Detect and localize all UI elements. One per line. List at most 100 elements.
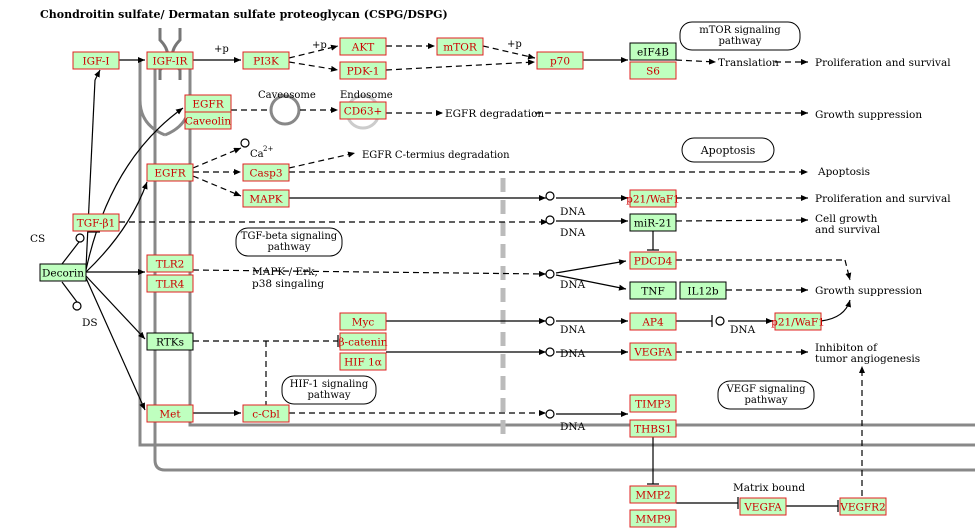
node-label: Decorin [42,268,84,280]
gene-node-p21a[interactable]: p21/WaF1 [626,189,680,208]
gene-node-casp3[interactable]: Casp3 [242,163,290,182]
node-label: TNF [641,286,664,298]
node-label: VEGFA [633,347,672,359]
gene-node-ccbl[interactable]: c-Cbl [242,404,290,423]
svg-text:pathway: pathway [719,36,762,47]
gene-node-timp3[interactable]: TIMP3 [629,394,677,413]
svg-text:VEGF signaling: VEGF signaling [726,384,807,395]
diagram-title: Chondroitin sulfate/ Dermatan sulfate pr… [40,8,448,21]
gene-node-caveolin[interactable]: Caveolin [184,111,232,130]
gene-node-tnf[interactable]: TNF [629,281,677,300]
label-mapk-erk2: p38 singaling [252,278,324,290]
gene-node-akt[interactable]: AKT [339,37,387,56]
node-label: miR-21 [634,218,672,230]
label-egfr-deg: EGFR degradation [445,108,544,120]
node-label: VEGFR2 [839,502,886,514]
node-label: Caveolin [185,116,231,128]
label-dna3: DNA [560,279,586,291]
node-label: IL12b [687,286,718,298]
node-box [39,263,87,282]
node-label: eIF4B [637,47,669,59]
gene-node-cd63[interactable]: CD63+ [339,101,387,120]
label-out-cellgrowth2: and survival [815,224,881,236]
node-label: PDK-1 [347,66,380,78]
gene-node-hif1a[interactable]: HIF 1α [339,352,387,371]
node-box [339,332,387,351]
node-label: Met [159,409,181,421]
node-box [146,163,194,182]
label-dna6: DNA [560,421,586,433]
node-label: MAPK [249,194,282,206]
svg-text:pathway: pathway [745,395,788,406]
gene-node-mmp2[interactable]: MMP2 [629,485,677,504]
gene-node-met[interactable]: Met [146,404,194,423]
gene-node-decorin[interactable]: Decorin [39,263,87,282]
label-out-inhib1: Inhibiton of [815,342,878,354]
label-endosome: Endosome [340,90,393,101]
gene-node-mmp9[interactable]: MMP9 [629,509,677,528]
node-box [629,419,677,438]
node-box [629,189,677,208]
label-out-growth2: Growth suppression [815,285,922,297]
gene-node-pdk1[interactable]: PDK-1 [339,61,387,80]
compound-circle [545,269,555,279]
label-plus-p3: +p [507,39,522,50]
node-box [72,51,120,70]
gene-node-pi3k[interactable]: PI3K [242,51,290,70]
gene-node-s6[interactable]: S6 [629,61,677,80]
gene-node-tlr4[interactable]: TLR4 [146,274,194,293]
nodes: IGF-I IGF-IR PI3K AKT PDK-1 mTOR p70 eIF4B S6EGF… [39,37,887,528]
gene-node-p21b[interactable]: p21/WaF1 [771,312,825,331]
gene-node-egfr_top[interactable]: EGFR [184,94,232,113]
pathway-map-apoptosis[interactable]: Apoptosis [681,137,775,163]
node-box [242,404,290,423]
gene-node-egfr[interactable]: EGFR [146,163,194,182]
label-out-inhib2: tumor angiogenesis [815,353,920,365]
gene-node-thbs1[interactable]: THBS1 [629,419,677,438]
label-plus-p1: +p [214,44,229,55]
gene-node-vegfa[interactable]: VEGFA [629,342,677,361]
gene-node-myc[interactable]: Myc [339,312,387,331]
node-label: CD63+ [344,106,383,118]
gene-node-bcatenin[interactable]: β-catenin [338,332,388,351]
gene-node-eif4b[interactable]: eIF4B [629,42,677,61]
node-label: EGFR [154,168,186,180]
label-out-prolif2: Proliferation and survival [815,193,951,205]
gene-node-vegfa2[interactable]: VEGFA [739,497,787,516]
gene-node-tgfb1[interactable]: TGF-β1 [72,213,120,232]
svg-text:HIF-1 signaling: HIF-1 signaling [290,379,369,390]
label-out-growth1: Growth suppression [815,109,922,121]
edges [61,43,865,512]
gene-node-igf1r[interactable]: IGF-IR [146,51,194,70]
gene-node-p70[interactable]: p70 [536,51,584,70]
compound-circle [75,233,85,243]
node-box [629,61,677,80]
node-label: mTOR [443,42,478,54]
node-label: AP4 [641,317,664,329]
label-caveosome: Caveosome [258,90,316,101]
gene-node-tlr2[interactable]: TLR2 [146,254,194,273]
gene-node-mtor[interactable]: mTOR [436,37,484,56]
gene-node-il12b[interactable]: IL12b [679,281,727,300]
gene-node-rtks[interactable]: RTKs [146,332,194,351]
svg-text:TGF-beta signaling: TGF-beta signaling [241,231,338,242]
gene-node-mapk[interactable]: MAPK [242,189,290,208]
node-box [146,254,194,273]
label-plus-p2: +p [312,40,327,51]
node-box [629,312,677,331]
gene-node-igf1[interactable]: IGF-I [72,51,120,70]
label-cs: CS [30,233,45,245]
label-dna1: DNA [560,206,586,218]
gene-node-ap4[interactable]: AP4 [629,312,677,331]
gene-node-vegfr2[interactable]: VEGFR2 [839,497,887,516]
node-label: THBS1 [634,424,672,436]
gene-node-pdcd4[interactable]: PDCD4 [629,251,677,270]
caveosome-icon [269,94,301,126]
label-ca: Ca [250,149,264,160]
gene-node-mir21[interactable]: miR-21 [629,213,677,232]
node-label: Casp3 [249,168,282,180]
